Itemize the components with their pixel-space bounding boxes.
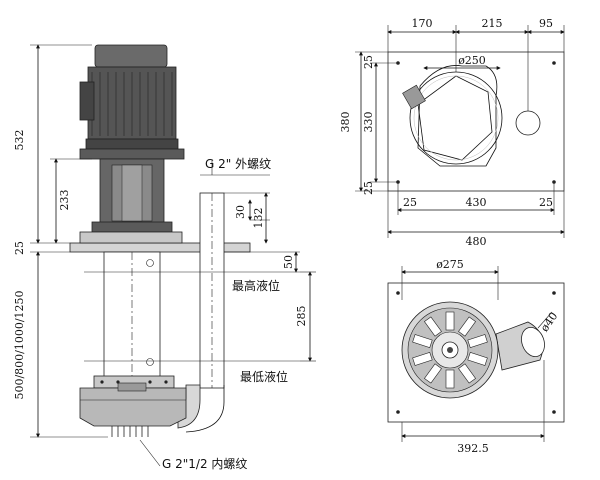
bottom-view: ø275 ø40 392.5 xyxy=(387,258,565,455)
dim-edge-bottom: 25 xyxy=(362,181,375,195)
dim-outlet-height: 132 xyxy=(252,208,265,229)
impeller-vanes xyxy=(412,311,488,389)
dim-height-inner: 330 xyxy=(362,112,375,133)
label-inlet-thread: G 2"1/2 内螺纹 xyxy=(162,457,247,471)
motor-fan-cover xyxy=(94,44,168,68)
pump-casing xyxy=(79,387,187,427)
dim-bottom-mid: 430 xyxy=(466,196,487,209)
dim-plate-thickness: 25 xyxy=(13,241,26,255)
dim-top-b: 215 xyxy=(482,17,503,30)
dim-impeller-dia: ø275 xyxy=(436,258,464,271)
inlet-strainer xyxy=(111,426,149,437)
terminal-box xyxy=(79,81,95,121)
top-view: 170 215 95 ø250 380 330 25 25 25 430 25 … xyxy=(339,17,565,248)
dim-level-range: 285 xyxy=(295,306,308,327)
dim-width-total: 480 xyxy=(466,235,487,248)
dim-height-total: 380 xyxy=(339,112,352,133)
label-max-level: 最高液位 xyxy=(232,278,280,293)
dim-bolt-circle: ø250 xyxy=(458,54,486,67)
label-outlet-thread: G 2" 外螺纹 xyxy=(205,157,271,171)
top-view-outlet-hole xyxy=(515,110,541,136)
dim-max-level-offset: 50 xyxy=(282,255,295,269)
side-view: 532 233 25 500/800/1000/1250 30 132 50 2… xyxy=(13,44,316,471)
dim-outlet-offset: 30 xyxy=(234,205,247,219)
dim-top-a: 170 xyxy=(412,17,433,30)
dim-bottom-left: 25 xyxy=(403,196,417,209)
dim-edge-top: 25 xyxy=(362,55,375,69)
dim-motor-mount: 233 xyxy=(58,190,71,211)
dim-immersion-depth: 500/800/1000/1250 xyxy=(13,290,26,399)
dim-bottom-right: 25 xyxy=(539,196,553,209)
dim-bottom-width: 392.5 xyxy=(457,442,489,455)
dim-overall-height: 532 xyxy=(13,130,26,151)
motor-flange xyxy=(85,138,179,150)
dim-top-c: 95 xyxy=(539,17,553,30)
label-min-level: 最低液位 xyxy=(240,369,288,384)
